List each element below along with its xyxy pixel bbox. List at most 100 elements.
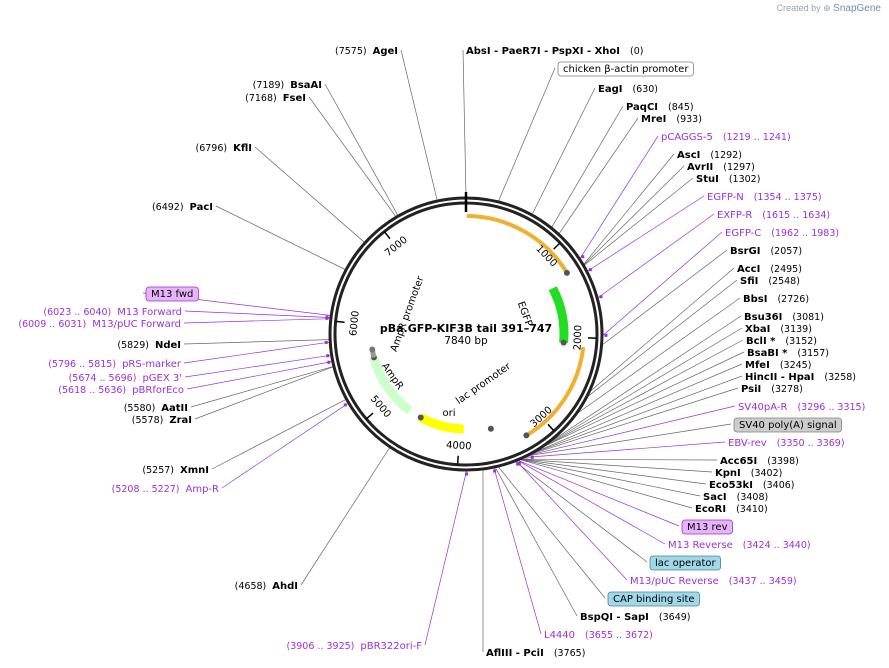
primer-label[interactable]: L4440(3655 .. 3672) [544, 630, 653, 641]
enzyme-label[interactable]: EcoRI(3410) [695, 504, 768, 515]
enzyme-name: FseI [283, 93, 306, 104]
primer-label[interactable]: M13/pUC Reverse(3437 .. 3459) [630, 576, 797, 587]
enzyme-label[interactable]: AscI(1292) [677, 150, 742, 161]
feature-box-label[interactable]: CAP binding site [607, 591, 700, 607]
tick-label: 4000 [446, 440, 472, 453]
enzyme-label[interactable]: PsiI(3278) [741, 384, 803, 395]
enzyme-name: BspQI - SapI [580, 612, 649, 623]
enzyme-name: BsrGI [730, 246, 760, 257]
primer-label[interactable]: pBRforEco(5618 .. 5636) [58, 385, 184, 396]
enzyme-label[interactable]: MreI(933) [641, 114, 702, 125]
primer-name: EGFP-C [725, 228, 761, 239]
leader-line [183, 339, 330, 345]
enzyme-label[interactable]: Eco53kI(3406) [709, 480, 795, 491]
leader-line [520, 459, 693, 509]
primer-label[interactable]: M13 Forward(6023 .. 6040) [43, 307, 182, 318]
feature-arrowhead [369, 346, 376, 353]
leader-line [215, 205, 346, 270]
watermark-brand: SnapGene [833, 3, 881, 14]
enzyme-label[interactable]: FseI(7168) [245, 93, 306, 104]
leader-line [602, 249, 728, 345]
enzyme-label[interactable]: StuI(1302) [696, 174, 760, 185]
primer-label[interactable]: SV40pA-R(3296 .. 3315) [738, 402, 865, 413]
primer-box-label[interactable]: M13 rev [681, 519, 733, 535]
enzyme-position: (0) [630, 46, 643, 57]
primer-box-label[interactable]: M13 fwd [145, 286, 199, 302]
enzyme-label[interactable]: ZraI(5578) [132, 415, 192, 426]
primer-name: L4440 [544, 630, 575, 641]
enzyme-label[interactable]: AgeI(7575) [335, 46, 398, 57]
enzyme-label[interactable]: AatII(5580) [124, 403, 188, 414]
primer-label[interactable]: M13/pUC Forward(6009 .. 6031) [18, 319, 181, 330]
enzyme-label[interactable]: AccI(2495) [737, 264, 802, 275]
enzyme-label[interactable]: KflI(6796) [196, 143, 252, 154]
enzyme-label[interactable]: EagI(630) [598, 84, 658, 95]
primer-label[interactable]: pRS-marker(5796 .. 5815) [48, 359, 182, 370]
tick-mark [553, 242, 561, 250]
enzyme-label[interactable]: MfeI(3245) [745, 360, 811, 371]
feature-box-label[interactable]: SV40 poly(A) signal [733, 417, 843, 433]
primer-site-marker [588, 268, 592, 272]
leader-line [536, 363, 743, 452]
enzyme-label[interactable]: KpnI(3402) [715, 468, 782, 479]
enzyme-label[interactable]: SacI(3408) [703, 492, 768, 503]
enzyme-label[interactable]: Acc65I(3398) [720, 456, 799, 467]
primer-position: (1354 .. 1375) [754, 192, 822, 203]
enzyme-label[interactable]: HincII - HpaI(3258) [745, 372, 856, 383]
leader-line [183, 318, 330, 324]
enzyme-label[interactable]: AflIII - PciI(3765) [486, 648, 585, 659]
enzyme-label[interactable]: NdeI(5829) [117, 340, 181, 351]
enzyme-label[interactable]: PacI(6492) [152, 202, 213, 213]
leader-line [221, 403, 349, 489]
primer-name: EBV-rev [728, 438, 767, 449]
primer-label[interactable]: pGEX 3'(5674 .. 5696) [69, 373, 182, 384]
enzyme-label[interactable]: PaqCI(845) [626, 102, 694, 113]
enzyme-label[interactable]: BbsI(2726) [743, 294, 809, 305]
enzyme-label[interactable]: XmnI(5257) [142, 465, 209, 476]
enzyme-label[interactable]: BsaAI(7189) [253, 80, 322, 91]
box-label-frame [649, 555, 721, 571]
tick-label: 5000 [368, 394, 393, 421]
enzyme-position: (933) [676, 114, 702, 125]
feature-arrowhead [487, 425, 494, 432]
primer-label[interactable]: pBR322ori-F(3906 .. 3925) [287, 641, 423, 652]
leader-line [587, 279, 738, 397]
primer-label[interactable]: EXFP-R(1615 .. 1634) [717, 210, 830, 221]
enzyme-label[interactable]: BclI *(3152) [746, 336, 817, 347]
leader-line [544, 339, 744, 447]
primer-position: (5208 .. 5227) [112, 484, 180, 495]
tick-label: 7000 [383, 235, 410, 259]
enzyme-label[interactable]: AvrII(1297) [687, 162, 755, 173]
feature-box-label[interactable]: chicken β-actin promoter [557, 61, 694, 77]
primer-label[interactable]: EGFP-C(1962 .. 1983) [725, 228, 839, 239]
enzyme-name: StuI [696, 174, 719, 185]
enzyme-position: (3408) [737, 492, 769, 503]
feature-arc [369, 356, 413, 415]
leader-line [551, 315, 742, 442]
leader-line [520, 459, 701, 497]
enzyme-label[interactable]: AhdI(4658) [235, 581, 298, 592]
enzyme-label[interactable]: SfiI(2548) [740, 276, 800, 287]
enzyme-label[interactable]: BsrGI(2057) [730, 246, 802, 257]
enzyme-position: (3278) [771, 384, 803, 395]
feature-arc [525, 346, 586, 438]
enzyme-position: (5580) [124, 403, 156, 414]
enzyme-label[interactable]: AbsI - PaeR7I - PspXI - XhoI(0) [466, 46, 643, 57]
enzyme-label[interactable]: Bsu36I(3081) [744, 312, 824, 323]
tick-label: 2000 [573, 325, 585, 351]
leader-line [183, 341, 330, 364]
primer-label[interactable]: pCAGGS-5(1219 .. 1241) [661, 132, 791, 143]
primer-label[interactable]: EBV-rev(3350 .. 3369) [728, 438, 845, 449]
feature-box-label[interactable]: lac operator [649, 555, 721, 571]
primer-label[interactable]: EGFP-N(1354 .. 1375) [707, 192, 822, 203]
leader-line [583, 165, 685, 265]
primer-label[interactable]: Amp-R(5208 .. 5227) [112, 484, 219, 495]
enzyme-label[interactable]: XbaI(3139) [745, 324, 812, 335]
leader-line [597, 213, 715, 298]
enzyme-label[interactable]: BsaBI *(3157) [747, 348, 829, 359]
feature-arc [548, 286, 569, 343]
feature-arc [466, 214, 569, 274]
primer-label[interactable]: M13 Reverse(3424 .. 3440) [668, 540, 811, 551]
tick-mark [456, 455, 459, 465]
enzyme-label[interactable]: BspQI - SapI(3649) [580, 612, 691, 623]
